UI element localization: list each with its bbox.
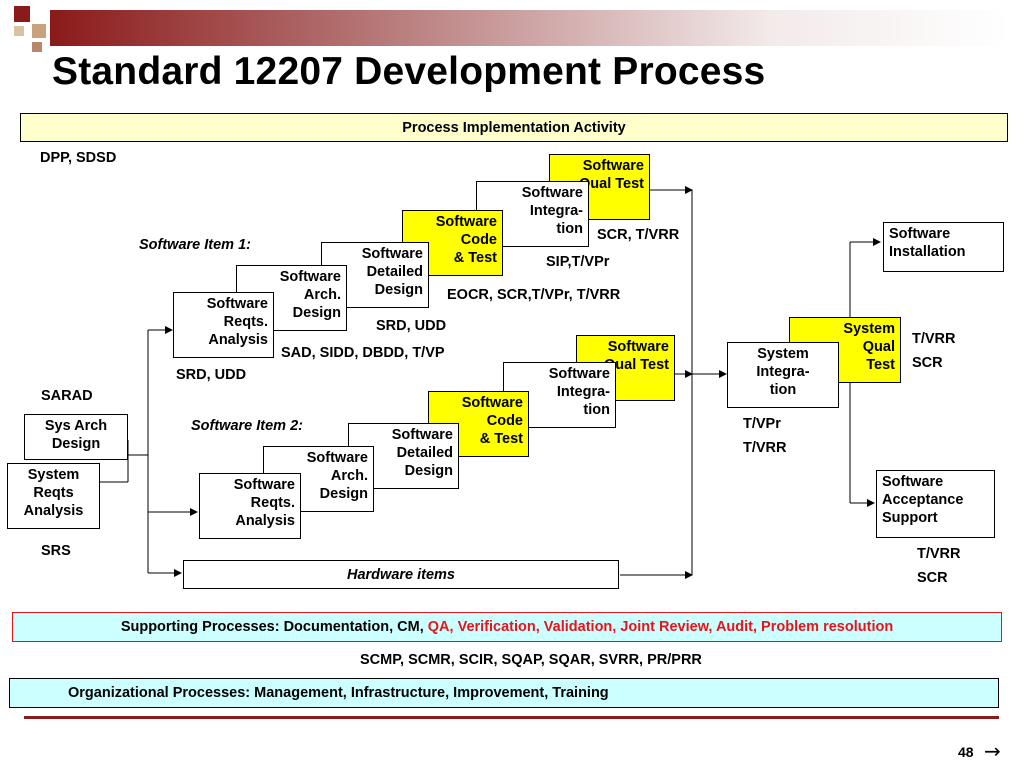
software-acceptance-support-box: Software Acceptance Support (876, 470, 995, 538)
box-line: & Test (453, 250, 497, 266)
box-line: tion (556, 221, 583, 237)
box-line: Software (391, 427, 453, 443)
footer-rule (24, 716, 999, 719)
scr-label-c: SCR (917, 570, 948, 586)
box-line: Design (374, 282, 423, 298)
box-line: Software (435, 214, 497, 230)
eocr-label: EOCR, SCR,T/VPr, T/VRR (447, 287, 621, 303)
box-line: Support (882, 510, 938, 526)
box-line: & Test (479, 431, 523, 447)
box-line: Software (889, 226, 951, 242)
process-implementation-label: Process Implementation Activity (402, 119, 626, 136)
sys-arch-design-box: Sys Arch Design (24, 414, 128, 460)
srd-udd-label-1: SRD, UDD (376, 318, 447, 334)
box-line: Design (404, 463, 453, 479)
organizational-label: Organizational Processes: Management, In… (68, 685, 609, 701)
srd-udd-label-2: SRD, UDD (176, 367, 247, 383)
box-line: Software (279, 269, 341, 285)
srs-label: SRS (41, 543, 71, 559)
logo-square-4 (32, 42, 42, 52)
box-line: Software (206, 296, 268, 312)
box-line: Design (319, 486, 368, 502)
box-line: Software (361, 246, 423, 262)
logo-square-3 (14, 26, 24, 36)
system-reqts-analysis-box: System Reqts Analysis (7, 463, 100, 529)
software-item-1-label: Software Item 1: (139, 237, 251, 253)
box-line: Analysis (235, 513, 295, 529)
box-line: Arch. (303, 287, 341, 303)
box-line: Analysis (23, 503, 84, 519)
box-line: Reqts. (223, 314, 268, 330)
box-line: Software (548, 366, 610, 382)
box-line: Software (306, 450, 368, 466)
box-line: tion (583, 402, 610, 418)
scr-tvrr-label: SCR, T/VRR (597, 227, 680, 243)
box-line: Installation (889, 244, 966, 260)
software-item-2-label: Software Item 2: (191, 418, 303, 434)
box-line: Code (486, 413, 523, 429)
box-line: Sys Arch (44, 418, 108, 434)
dpp-sdsd-label: DPP, SDSD (40, 150, 117, 166)
next-arrow-icon[interactable]: → (984, 739, 1001, 763)
box-line: System (843, 321, 895, 337)
hardware-items-box: Hardware items (183, 560, 619, 589)
box-line: Code (460, 232, 497, 248)
box-line: Reqts. (250, 495, 295, 511)
box-line: Software (461, 395, 523, 411)
box-line: Qual Test (579, 176, 644, 192)
hardware-items-label: Hardware items (347, 566, 455, 583)
tvpr-label: T/VPr (743, 416, 781, 432)
process-implementation-bar: Process Implementation Activity (20, 113, 1008, 142)
box-line: Software (607, 339, 669, 355)
box-line: tion (769, 382, 797, 398)
box-line: Arch. (330, 468, 368, 484)
system-integration-box: System Integra- tion (727, 342, 839, 408)
tvrr-label-b: T/VRR (743, 440, 787, 456)
box-line: Software (882, 474, 944, 490)
box-line: Qual (862, 339, 895, 355)
box-line: Acceptance (882, 492, 964, 508)
box-line: Detailed (366, 264, 423, 280)
box-line: System (757, 346, 809, 362)
item1-software-reqts-analysis-box: Software Reqts. Analysis (173, 292, 274, 358)
box-line: Detailed (396, 445, 453, 461)
box-line: Design (292, 305, 341, 321)
box-line: Test (866, 357, 895, 373)
item1-software-code-test-box: Software Code & Test (402, 210, 503, 276)
item2-software-reqts-analysis-box: Software Reqts. Analysis (199, 473, 301, 539)
tvrr-label-c: T/VRR (917, 546, 961, 562)
support-docs-label: SCMP, SCMR, SCIR, SQAP, SQAR, SVRR, PR/P… (360, 652, 702, 668)
sad-sidd-label: SAD, SIDD, DBDD, T/VP (281, 345, 445, 361)
tvrr-label-a: T/VRR (912, 331, 956, 347)
scr-label-a: SCR (912, 355, 943, 371)
software-installation-box: Software Installation (883, 222, 1004, 272)
organizational-processes-bar: Organizational Processes: Management, In… (9, 678, 999, 708)
box-line: Software (233, 477, 295, 493)
logo-square-1 (14, 6, 30, 22)
box-line: Integra- (756, 364, 810, 380)
sip-tvpr-label: SIP,T/VPr (546, 254, 610, 270)
box-line: Software (582, 158, 644, 174)
supporting-red-text: QA, Verification, Validation, Joint Revi… (427, 619, 894, 635)
title-gradient-bar (50, 10, 1010, 46)
box-line: Qual Test (604, 357, 669, 373)
box-line: Reqts (33, 485, 74, 501)
box-line: System (27, 467, 80, 483)
box-line: Design (51, 436, 101, 452)
supporting-processes-bar: Supporting Processes: Documentation, CM,… (12, 612, 1002, 642)
supporting-prefix: Supporting Processes: Documentation, CM, (120, 619, 424, 635)
logo-square-2 (32, 24, 46, 38)
box-line: Analysis (208, 332, 268, 348)
page-number: 48 (958, 744, 974, 760)
box-line: Software (521, 185, 583, 201)
box-line: Integra- (556, 384, 610, 400)
page-title: Standard 12207 Development Process (52, 50, 766, 93)
sarad-label: SARAD (41, 388, 93, 404)
box-line: Integra- (529, 203, 583, 219)
